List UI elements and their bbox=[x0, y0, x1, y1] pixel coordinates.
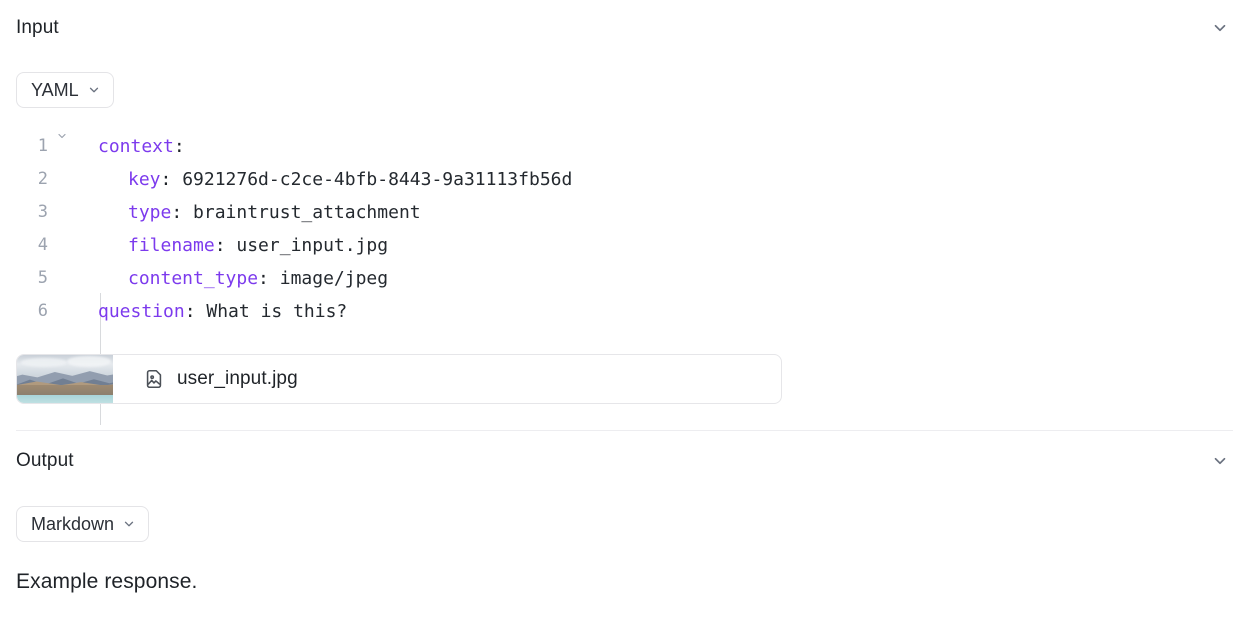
yaml-key: question bbox=[98, 301, 185, 322]
yaml-key: content_type bbox=[128, 268, 259, 289]
code-line: 6 question: What is this? bbox=[0, 295, 1250, 328]
yaml-key: key bbox=[128, 169, 161, 190]
yaml-colon: : bbox=[184, 301, 196, 322]
input-format-label: YAML bbox=[31, 80, 79, 100]
fold-chevron-down-icon[interactable] bbox=[52, 130, 72, 142]
line-number: 3 bbox=[37, 202, 48, 222]
yaml-value: user_input.jpg bbox=[225, 235, 389, 256]
code-line-text: type: braintrust_attachment bbox=[72, 196, 1250, 229]
output-markdown-body: Example response. bbox=[16, 570, 198, 593]
code-line-text: context: bbox=[72, 130, 1250, 163]
input-section-title: Input bbox=[16, 17, 59, 38]
chevron-down-icon bbox=[1211, 452, 1229, 470]
yaml-colon: : bbox=[214, 235, 226, 256]
yaml-colon: : bbox=[171, 202, 183, 223]
yaml-key: type bbox=[128, 202, 172, 223]
yaml-key: filename bbox=[128, 235, 215, 256]
output-collapse-toggle[interactable] bbox=[1208, 449, 1232, 473]
code-line: 2 key: 6921276d-c2ce-4bfb-8443-9a31113fb… bbox=[0, 163, 1250, 196]
input-section-header: Input bbox=[0, 8, 1250, 48]
attachment-chip[interactable]: user_input.jpg bbox=[16, 354, 782, 404]
code-line-text: content_type: image/jpeg bbox=[72, 262, 1250, 295]
attachment-thumbnail bbox=[17, 355, 113, 403]
chevron-down-icon bbox=[87, 83, 101, 97]
code-line: 1 context: bbox=[0, 130, 1250, 163]
attachment-filename: user_input.jpg bbox=[177, 368, 298, 389]
output-format-select[interactable]: Markdown bbox=[16, 506, 150, 542]
line-number: 1 bbox=[37, 136, 48, 156]
code-line-text: question: What is this? bbox=[72, 295, 1250, 328]
yaml-value: braintrust_attachment bbox=[182, 202, 421, 223]
input-format-select[interactable]: YAML bbox=[16, 72, 114, 108]
yaml-value: What is this? bbox=[195, 301, 348, 322]
yaml-colon: : bbox=[173, 136, 185, 157]
code-line: 5 content_type: image/jpeg bbox=[0, 262, 1250, 295]
output-section-header: Output bbox=[0, 441, 1250, 481]
code-line: 3 type: braintrust_attachment bbox=[0, 196, 1250, 229]
line-number: 4 bbox=[37, 235, 48, 255]
image-file-icon bbox=[143, 368, 165, 390]
yaml-value: image/jpeg bbox=[268, 268, 389, 289]
section-divider bbox=[16, 430, 1233, 431]
yaml-colon: : bbox=[160, 169, 172, 190]
code-line: 4 filename: user_input.jpg bbox=[0, 229, 1250, 262]
line-number: 5 bbox=[37, 268, 48, 288]
yaml-value: 6921276d-c2ce-4bfb-8443-9a31113fb56d bbox=[171, 169, 573, 190]
yaml-colon: : bbox=[258, 268, 269, 289]
input-code-editor[interactable]: 1 context: 2 key: 6921276d-c2ce-4bfb-844… bbox=[0, 130, 1250, 425]
input-collapse-toggle[interactable] bbox=[1208, 16, 1232, 40]
line-number: 6 bbox=[37, 301, 48, 321]
chevron-down-icon bbox=[122, 517, 136, 531]
code-line-text: filename: user_input.jpg bbox=[72, 229, 1250, 262]
output-section-title: Output bbox=[16, 450, 74, 471]
line-number: 2 bbox=[37, 169, 48, 189]
yaml-key: context bbox=[98, 136, 174, 157]
chevron-down-icon bbox=[1211, 19, 1229, 37]
output-format-label: Markdown bbox=[31, 514, 115, 534]
code-line-text: key: 6921276d-c2ce-4bfb-8443-9a31113fb56… bbox=[72, 163, 1250, 196]
